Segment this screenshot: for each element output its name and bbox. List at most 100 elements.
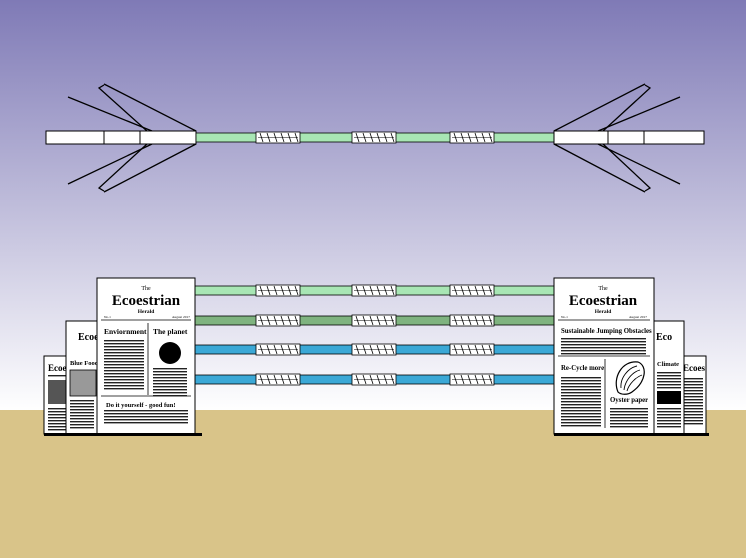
text-line bbox=[153, 392, 187, 394]
text-line bbox=[684, 402, 703, 404]
left-front-paper: The Ecoestrian Herald No.1 August 2017 E… bbox=[96, 277, 196, 435]
paper-band bbox=[351, 343, 397, 356]
text-line bbox=[657, 384, 681, 386]
right-back-paper: Ecoes bbox=[680, 355, 707, 435]
text-line bbox=[48, 429, 66, 431]
text-line bbox=[561, 413, 601, 415]
text-line bbox=[48, 414, 66, 416]
left-middle-section-heading: Blue Food bbox=[70, 360, 99, 367]
text-line bbox=[70, 403, 94, 405]
text-line bbox=[104, 346, 144, 348]
text-line bbox=[48, 426, 66, 428]
text-line bbox=[153, 380, 187, 382]
text-line bbox=[561, 404, 601, 406]
text-line bbox=[657, 375, 681, 377]
right-middle-photo bbox=[657, 391, 681, 404]
text-line bbox=[684, 423, 703, 425]
text-line bbox=[104, 373, 144, 375]
text-line bbox=[104, 370, 144, 372]
paper-band bbox=[449, 343, 495, 356]
text-line bbox=[561, 395, 601, 397]
text-line bbox=[684, 399, 703, 401]
text-line bbox=[657, 423, 681, 425]
right-front-col2-heading: Oyster paper bbox=[610, 397, 648, 404]
text-line bbox=[684, 393, 703, 395]
right-front-masthead: Ecoestrian bbox=[569, 293, 638, 309]
text-line bbox=[104, 361, 144, 363]
paper-band bbox=[449, 131, 495, 144]
paper-band bbox=[255, 373, 301, 386]
left-middle-masthead: Ecoes bbox=[78, 332, 103, 343]
text-line bbox=[104, 413, 188, 415]
right-middle-section-heading: Climate bbox=[657, 361, 679, 368]
text-line bbox=[561, 407, 601, 409]
text-line bbox=[104, 349, 144, 351]
text-line bbox=[70, 409, 94, 411]
text-line bbox=[561, 377, 601, 379]
text-line bbox=[561, 389, 601, 391]
pole-paper-bands bbox=[255, 131, 495, 144]
text-line bbox=[657, 408, 681, 410]
text-line bbox=[70, 418, 94, 420]
paper-band bbox=[351, 314, 397, 327]
text-line bbox=[657, 411, 681, 413]
text-line bbox=[104, 367, 144, 369]
text-line bbox=[657, 414, 681, 416]
text-line bbox=[561, 422, 601, 424]
left-middle-photo bbox=[69, 369, 97, 397]
right-newspaper-stand: Ecoes Eco Climate The Ecoestrian Herald … bbox=[553, 277, 709, 436]
text-line bbox=[561, 353, 646, 355]
text-line bbox=[70, 424, 94, 426]
planet-icon bbox=[159, 342, 181, 364]
text-line bbox=[561, 338, 646, 340]
text-line bbox=[610, 408, 648, 410]
paper-band bbox=[449, 284, 495, 297]
text-line bbox=[684, 414, 703, 416]
paper-band bbox=[351, 131, 397, 144]
left-wing-fan bbox=[67, 83, 197, 193]
left-front-col2-heading: The planet bbox=[153, 327, 188, 336]
paper-band bbox=[449, 373, 495, 386]
paper-band bbox=[351, 284, 397, 297]
text-line bbox=[657, 426, 681, 428]
text-line bbox=[104, 382, 144, 384]
pole-paper-bands-lower bbox=[255, 284, 495, 386]
text-line bbox=[153, 374, 187, 376]
text-line bbox=[561, 383, 601, 385]
text-line bbox=[70, 421, 94, 423]
text-line bbox=[48, 423, 66, 425]
text-line bbox=[153, 386, 187, 388]
left-front-date: August 2017 bbox=[172, 315, 190, 319]
floating-pole bbox=[45, 83, 705, 193]
text-line bbox=[104, 385, 144, 387]
text-line bbox=[684, 411, 703, 413]
text-line bbox=[657, 378, 681, 380]
right-back-masthead: Ecoes bbox=[683, 363, 705, 373]
text-line bbox=[561, 347, 646, 349]
text-line bbox=[561, 416, 601, 418]
text-line bbox=[684, 384, 703, 386]
text-line bbox=[104, 355, 144, 357]
text-line bbox=[561, 344, 646, 346]
text-line bbox=[657, 417, 681, 419]
right-middle-masthead: Eco bbox=[656, 332, 672, 343]
paper-band bbox=[255, 284, 301, 297]
text-line bbox=[104, 343, 144, 345]
text-line bbox=[104, 419, 188, 421]
text-line bbox=[657, 372, 681, 374]
text-line bbox=[561, 401, 601, 403]
jump-poles bbox=[189, 284, 561, 386]
text-line bbox=[48, 420, 66, 422]
right-middle-paper: Eco Climate bbox=[652, 320, 685, 435]
left-front-col1-heading: Enviornment bbox=[104, 327, 147, 336]
text-line bbox=[104, 364, 144, 366]
text-line bbox=[153, 371, 187, 373]
text-line bbox=[561, 380, 601, 382]
text-line bbox=[48, 411, 66, 413]
text-line bbox=[610, 426, 648, 428]
text-line bbox=[153, 368, 187, 370]
text-line bbox=[104, 352, 144, 354]
text-line bbox=[657, 387, 681, 389]
